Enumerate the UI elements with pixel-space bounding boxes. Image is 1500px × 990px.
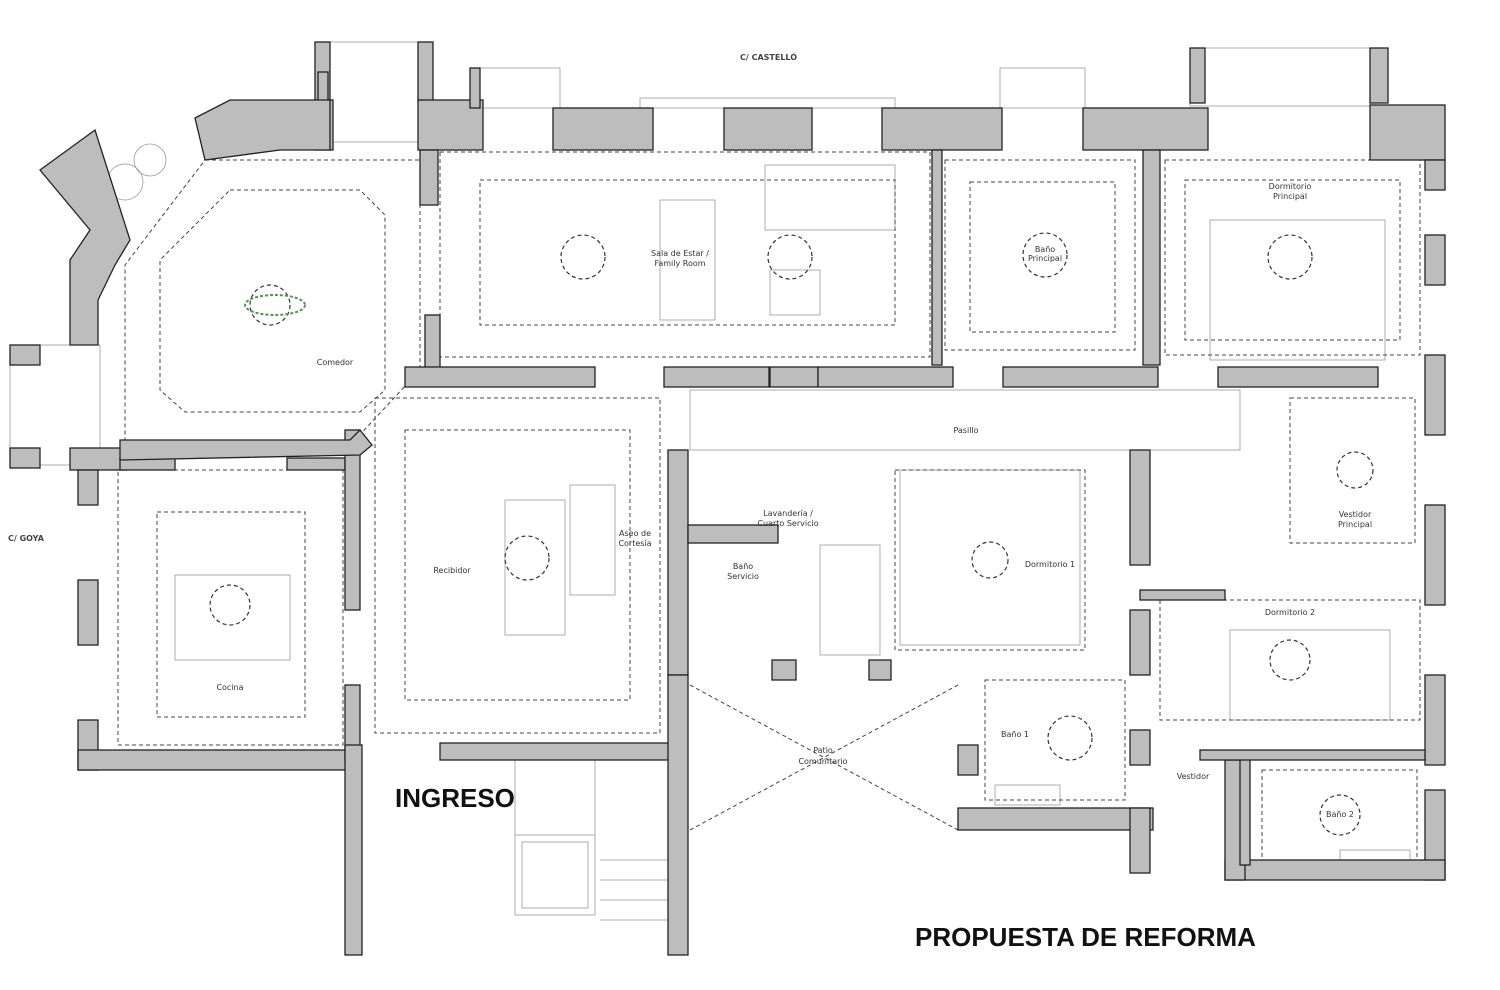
wall-segment (344, 744, 363, 956)
plan-title: PROPUESTA DE REFORMA (915, 922, 1256, 952)
room-sala-line2: Family Room (654, 259, 705, 268)
wall-segment (419, 149, 439, 206)
wall-segment (1424, 159, 1446, 191)
walls (9, 41, 1446, 956)
wall-segment (1369, 47, 1389, 104)
wall-segment (931, 149, 943, 366)
wall-segment (957, 744, 979, 776)
room-recibidor: Recibidor (433, 566, 471, 575)
wall-segment (1129, 609, 1151, 676)
room-bano-principal-line1: Baño (1035, 245, 1055, 254)
wall-segment (1139, 589, 1226, 601)
wall-segment (723, 107, 813, 151)
wall-segment (769, 366, 819, 388)
wall-segment (1239, 754, 1251, 866)
wall-segment (667, 449, 689, 676)
wall-segment (424, 314, 441, 371)
wall-segment (469, 67, 481, 109)
room-dormitorio-2: Dormitorio 2 (1265, 608, 1315, 617)
labels: C/ CASTELLÓ C/ GOYA Sala de Estar / Fami… (8, 51, 1372, 952)
wall-segment (39, 128, 131, 346)
room-dormitorio-principal-line1: Dormitorio (1269, 182, 1312, 191)
room-sala-line1: Sala de Estar / (651, 249, 709, 258)
wall-segment (417, 41, 434, 103)
wall-segment (868, 659, 892, 681)
room-comedor: Comedor (317, 358, 354, 367)
wall-segment (667, 674, 689, 956)
room-pasillo: Pasillo (953, 426, 978, 435)
wall-segment (1424, 674, 1446, 766)
room-patio-line1: Patio (813, 746, 833, 755)
room-vestidor-principal-line2: Principal (1338, 520, 1372, 529)
room-dormitorio-1: Dormitorio 1 (1025, 560, 1075, 569)
wall-segment (1424, 504, 1446, 606)
room-bano-principal-line2: Principal (1028, 254, 1062, 263)
room-aseo-line2: Cortesía (618, 539, 651, 548)
wall-segment (77, 469, 99, 506)
wall-segment (77, 579, 99, 646)
wall-segment (881, 107, 1003, 151)
wall-segment (817, 366, 954, 388)
wall-segment (1369, 104, 1446, 161)
wall-segment (552, 107, 654, 151)
wall-segment (404, 366, 596, 388)
furniture-lines (9, 41, 1411, 921)
entrance-label: INGRESO (395, 783, 515, 813)
room-aseo-line1: Aseo de (619, 529, 651, 538)
wall-segment (439, 742, 686, 761)
wall-segment (1129, 807, 1151, 874)
room-vestidor-principal-line1: Vestidor (1339, 510, 1372, 519)
wall-segment (1424, 354, 1446, 436)
wall-segment (1217, 366, 1379, 388)
wall-segment (194, 99, 331, 161)
wall-segment (344, 429, 361, 611)
room-bano-servicio-line1: Baño (733, 562, 753, 571)
wall-segment (1082, 107, 1209, 151)
room-patio-line2: Comunitario (798, 757, 847, 766)
wall-segment (9, 344, 41, 366)
room-bano-1: Baño 1 (1001, 730, 1029, 739)
wall-segment (1424, 234, 1446, 286)
street-castello: C/ CASTELLÓ (740, 51, 797, 62)
wall-segment (9, 447, 41, 469)
wall-segment (687, 524, 779, 544)
room-cocina: Cocina (216, 683, 243, 692)
room-vestidor: Vestidor (1177, 772, 1210, 781)
room-dormitorio-principal-line2: Principal (1273, 192, 1307, 201)
ceiling-lights (209, 232, 1374, 836)
wall-segment (1129, 449, 1151, 566)
wall-segment (1224, 859, 1446, 881)
wall-segment (663, 366, 770, 388)
room-lavanderia-line1: Lavandería / (763, 509, 813, 518)
wall-segment (317, 71, 329, 103)
room-bano-servicio-line2: Servicio (727, 572, 759, 581)
wall-segment (1189, 47, 1206, 104)
room-bano-2: Baño 2 (1326, 810, 1354, 819)
room-lavanderia-line2: Cuarto Servicio (757, 519, 818, 528)
wall-segment (286, 457, 346, 471)
wall-segment (1002, 366, 1159, 388)
wall-segment (1199, 749, 1426, 761)
wall-segment (771, 659, 797, 681)
plant-icon (244, 294, 306, 316)
wall-segment (119, 429, 373, 461)
wall-segment (1129, 729, 1151, 766)
wall-segment (1142, 149, 1161, 366)
wall-segment (69, 447, 126, 471)
wall-segment (77, 749, 361, 771)
wall-segment (957, 807, 1154, 831)
street-goya: C/ GOYA (8, 534, 45, 543)
